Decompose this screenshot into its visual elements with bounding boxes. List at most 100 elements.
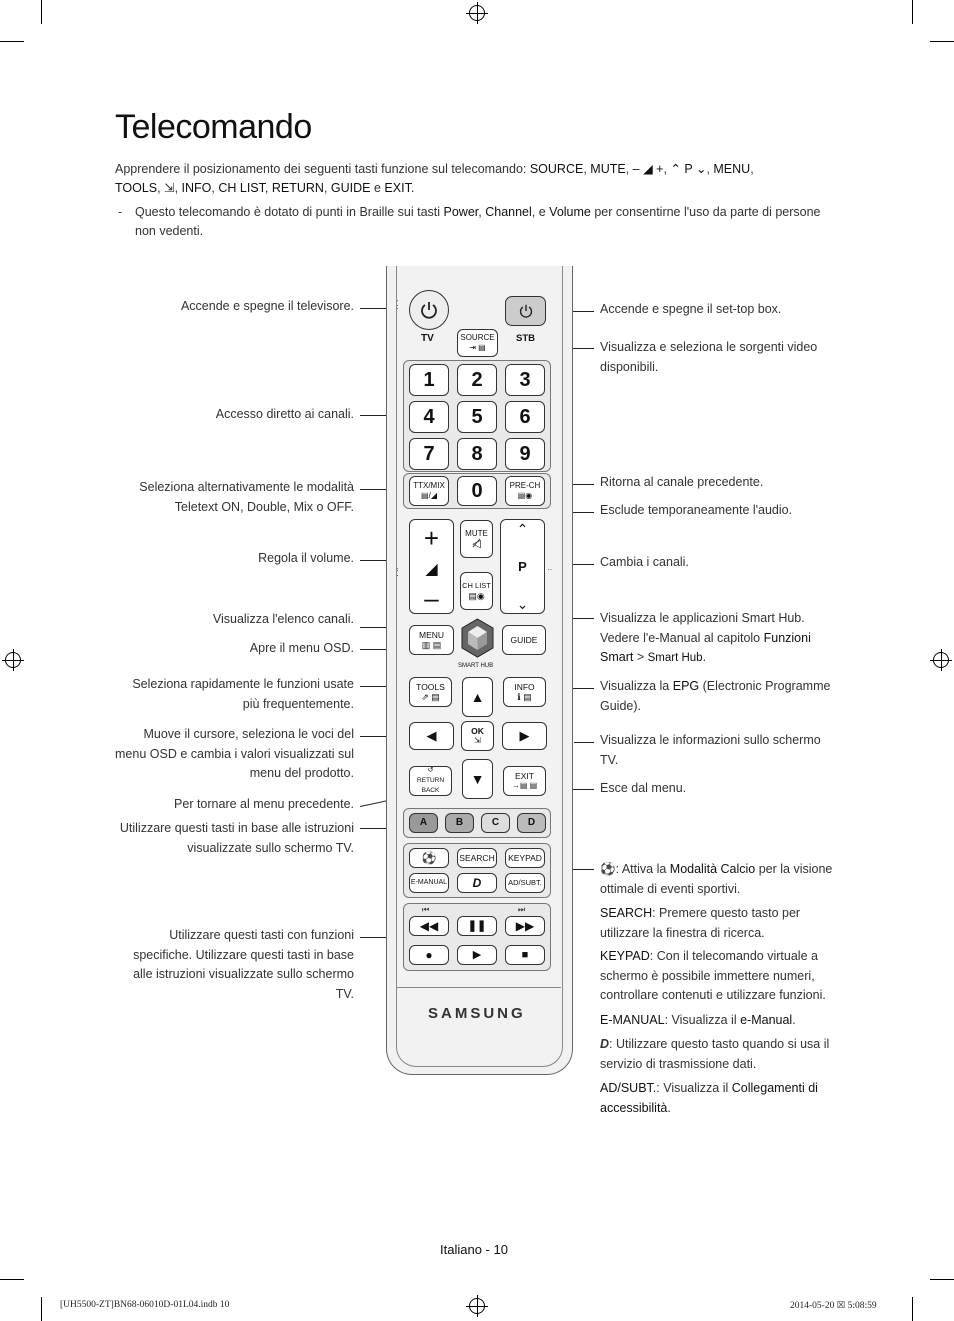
mute-button[interactable]: MUTE◁̸	[460, 520, 493, 558]
digit-3-button[interactable]: 3	[505, 364, 545, 396]
chlist-label: CH LIST	[462, 581, 491, 590]
button-d[interactable]: D	[517, 813, 546, 833]
source-icon: ⇥ ▤	[469, 343, 486, 352]
channel-up-icon: ⌃	[516, 521, 529, 537]
crop-mark	[912, 0, 913, 24]
channel-rocker[interactable]: ⌃ P ⌄	[500, 519, 545, 614]
smart-hub-icon	[461, 618, 494, 658]
fast-forward-button[interactable]: ▶▶	[505, 916, 545, 936]
leader-line	[360, 560, 408, 561]
data-service-icon: D	[600, 1037, 610, 1051]
ok-label: OK	[471, 726, 484, 736]
stop-button[interactable]: ■	[505, 945, 545, 965]
record-button[interactable]: ●	[409, 945, 449, 965]
ok-button[interactable]: OK⇲	[461, 721, 494, 751]
button-c[interactable]: C	[481, 813, 510, 833]
digit-label: 7	[423, 443, 435, 465]
ttx-mix-button[interactable]: TTX/MIX▤/◢	[409, 476, 449, 506]
prech-label: PRE-CH	[509, 481, 541, 490]
ch-list-button[interactable]: CH LIST▤◉	[460, 572, 493, 610]
volume-down-icon: –	[424, 583, 439, 613]
data-service-icon: D	[472, 876, 482, 890]
guide-button[interactable]: GUIDE	[502, 625, 546, 655]
digit-label: 6	[519, 406, 531, 428]
left-button[interactable]: ◀	[409, 722, 454, 750]
e-manual-button[interactable]: E-MANUAL	[409, 873, 449, 893]
play-button[interactable]: ▶	[457, 945, 497, 965]
pre-ch-button[interactable]: PRE-CH▤◉	[505, 476, 545, 506]
fast-forward-icon: ▶▶	[515, 919, 535, 933]
digit-5-button[interactable]: 5	[457, 401, 497, 433]
return-icon: ↺	[427, 767, 434, 774]
button-a[interactable]: A	[409, 813, 438, 833]
volume-rocker[interactable]: + ◢ –	[409, 519, 454, 614]
adsubt-name: Collegamenti di accessibilità	[600, 1081, 818, 1115]
emanual-name: e-Manual	[740, 1013, 793, 1027]
digit-label: 1	[423, 369, 435, 391]
exit-button[interactable]: EXIT→▤ ▤	[503, 766, 546, 796]
digit-label: 3	[519, 369, 531, 391]
intro-text: Apprendere il posizionamento dei seguent…	[115, 162, 530, 176]
registration-mark-icon	[466, 1295, 488, 1317]
digit-4-button[interactable]: 4	[409, 401, 449, 433]
smart-hub-button[interactable]	[461, 618, 494, 658]
button-b[interactable]: B	[445, 813, 474, 833]
registration-mark-icon	[930, 649, 952, 671]
leader-line	[572, 688, 594, 689]
guide-text: Visualizza la	[600, 679, 673, 693]
button-b-label: B	[455, 817, 464, 828]
smarthub-link: Funzioni Smart	[600, 630, 811, 665]
digit-2-button[interactable]: 2	[457, 364, 497, 396]
label-prech: Ritorna al canale precedente.	[600, 475, 764, 489]
label-stb: Accende e spegne il set-top box.	[600, 302, 782, 316]
digit-9-button[interactable]: 9	[505, 438, 545, 470]
digit-0-button[interactable]: 0	[457, 476, 497, 506]
search-button[interactable]: SEARCH	[457, 848, 497, 868]
note-channel: Channel	[485, 205, 532, 219]
up-button[interactable]: ▲	[462, 677, 493, 717]
intro-exit: EXIT	[384, 181, 411, 195]
football-button[interactable]: ⚽	[409, 848, 449, 868]
stb-power-button[interactable]	[505, 296, 546, 326]
crop-mark	[930, 1279, 954, 1280]
smarthub-end: .	[702, 650, 707, 664]
search-text: : Premere questo tasto per utilizzare la…	[600, 906, 801, 940]
note-power: Power	[443, 205, 479, 219]
digit-6-button[interactable]: 6	[505, 401, 545, 433]
menu-button[interactable]: MENU▥ ▤	[409, 625, 454, 655]
page-number: Italiano - 10	[440, 1242, 508, 1257]
football-text-end: per la visione ottimale di eventi sporti…	[600, 862, 833, 896]
label-emanual: E-MANUAL: Visualizza il e-Manual.	[600, 1011, 840, 1031]
digit-8-button[interactable]: 8	[457, 438, 497, 470]
guide-text-end: (Electronic Programme Guide).	[600, 679, 831, 713]
digit-7-button[interactable]: 7	[409, 438, 449, 470]
pause-icon: ❚❚	[467, 920, 487, 932]
ttx-label: TTX/MIX	[413, 481, 445, 490]
digit-label: 9	[519, 443, 531, 465]
pause-button[interactable]: ❚❚	[457, 916, 497, 936]
tv-power-button[interactable]	[409, 290, 449, 330]
source-button[interactable]: SOURCE ⇥ ▤	[457, 329, 498, 357]
intro-tools: TOOLS	[115, 181, 158, 195]
up-arrow-icon: ▲	[470, 689, 485, 705]
down-button[interactable]: ▼	[462, 759, 493, 799]
tools-button[interactable]: TOOLS⇗ ▤	[409, 677, 452, 707]
leader-line	[359, 799, 390, 807]
data-service-button[interactable]: D	[457, 873, 497, 893]
search-key: SEARCH	[600, 906, 653, 920]
rewind-button[interactable]: ◀◀	[409, 916, 449, 936]
keypad-button[interactable]: KEYPAD	[505, 848, 545, 868]
digit-1-button[interactable]: 1	[409, 364, 449, 396]
right-arrow-icon: ▶	[519, 728, 530, 743]
right-button[interactable]: ▶	[502, 722, 547, 750]
button-c-label: C	[491, 817, 500, 828]
label-football: ⚽: Attiva la Modalità Calcio per la visi…	[600, 860, 840, 899]
leader-line	[360, 489, 410, 490]
football-text: : Attiva la	[615, 862, 670, 876]
leader-line	[360, 415, 406, 416]
digit-label: 0	[471, 480, 483, 502]
label-exit: Esce dal menu.	[600, 781, 687, 795]
ad-subt-button[interactable]: AD/SUBT.	[505, 873, 545, 893]
